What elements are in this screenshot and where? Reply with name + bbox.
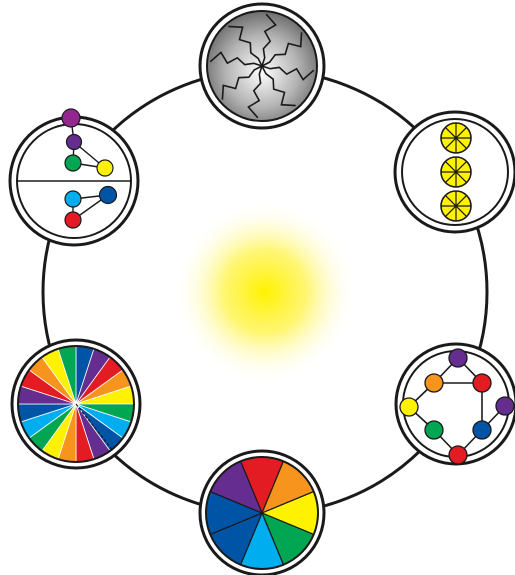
- tree-node-purple: [67, 135, 82, 150]
- node-split-trees: [10, 109, 138, 245]
- node-hexagon-graph: [396, 344, 515, 464]
- graph-node-orange: [425, 374, 443, 392]
- tree-node-yellow: [97, 160, 113, 176]
- graph-node-yellow: [400, 398, 418, 416]
- node-gray-gradient-disc: [200, 4, 324, 128]
- tree-node-cyan: [65, 191, 81, 207]
- yellow-wheel: [441, 157, 471, 187]
- graph-node-red: [473, 374, 491, 392]
- tree-node-red: [65, 212, 81, 228]
- tree-node-blue: [100, 187, 117, 204]
- graph-node-purple: [496, 397, 514, 415]
- node-yellow-wheels: [395, 112, 515, 232]
- graph-node-purple: [449, 349, 467, 367]
- yellow-wheel: [441, 191, 471, 221]
- tree-node-green: [65, 155, 81, 171]
- graph-node-green: [425, 421, 443, 439]
- yellow-wheel-group: [441, 123, 471, 221]
- yellow-wheel: [441, 123, 471, 153]
- tree-node-violet: [62, 109, 80, 127]
- graph-node-blue: [473, 421, 491, 439]
- node-sector-fan: [12, 340, 140, 468]
- node-color-wheel: [200, 451, 324, 575]
- central-light-glow: [173, 200, 357, 384]
- graph-node-red: [449, 446, 467, 464]
